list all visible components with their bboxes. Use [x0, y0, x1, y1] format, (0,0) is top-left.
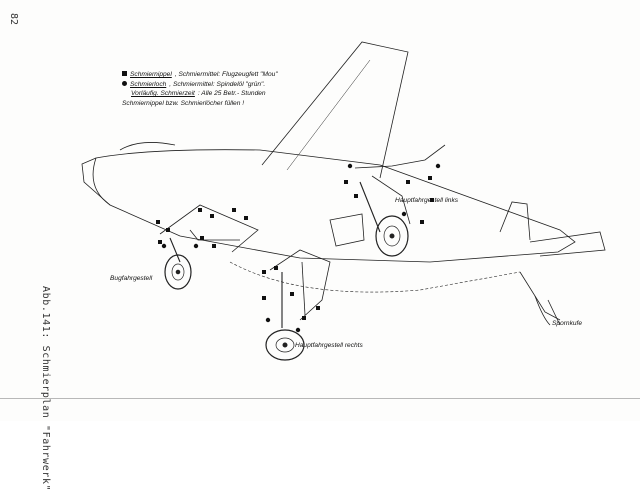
legend-row-instruction: Schmiernippel bzw. Schmierlöcher füllen …	[122, 99, 322, 109]
label-hauptfahrgestell-rechts: Hauptfahrgestell rechts	[295, 342, 363, 349]
legend-text: , Schmiermittel: Flugzeugfett "Mou"	[174, 71, 278, 78]
legend-text: , Schmiermittel: Spindelöl "grün".	[169, 80, 266, 88]
legend-text: Schmiernippel bzw. Schmierlöcher füllen …	[122, 99, 245, 107]
legend-text: : Alle 25 Betr.- Stunden	[197, 90, 266, 98]
document-page: 82 Abb.141: Schmierplan "Fahrwerk" Schmi…	[0, 12, 640, 491]
scan-edge-line	[0, 398, 640, 399]
legend-term: Schmierloch	[130, 80, 167, 88]
legend-row-hole: Schmierloch, Schmiermittel: Spindelöl "g…	[122, 80, 322, 90]
legend-term: Vorläufig. Schmierzeit	[131, 90, 195, 98]
legend-row-interval: Vorläufig. Schmierzeit: Alle 25 Betr.- S…	[122, 89, 322, 99]
legend-term: Schmiernippel	[130, 71, 172, 78]
landing-gear-drawing	[81, 41, 606, 361]
square-marker-icon	[122, 71, 127, 76]
legend-row-nipple: Schmiernippel, Schmiermittel: Flugzeugfe…	[122, 70, 322, 80]
label-hauptfahrgestell-links: Hauptfahrgestell links	[395, 197, 459, 204]
label-spornkufe: Spornkufe	[552, 320, 583, 327]
dot-marker-icon	[122, 80, 127, 86]
label-bugfahrgestell: Bugfahrgestell	[110, 275, 153, 282]
lubrication-legend: Schmiernippel, Schmiermittel: Flugzeugfe…	[122, 70, 322, 108]
